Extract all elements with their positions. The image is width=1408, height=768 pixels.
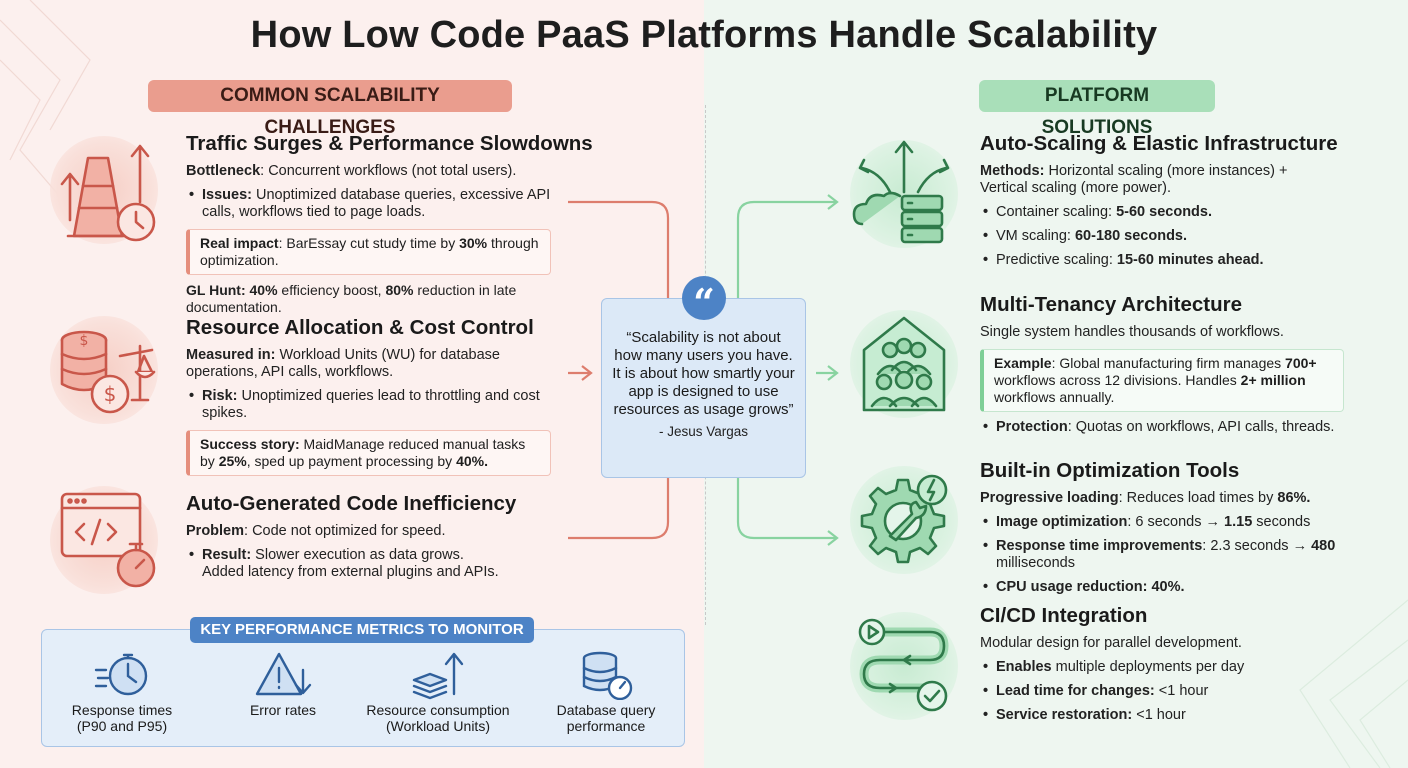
section-intro: Measured in: Workload Units (WU) for dat… bbox=[186, 347, 500, 380]
traffic-cone-icon bbox=[50, 136, 158, 244]
list-item: Image optimization: 6 seconds → 1.15 sec… bbox=[980, 514, 1400, 531]
challenges-label: COMMON SCALABILITY CHALLENGES bbox=[148, 80, 512, 138]
quote-author: - Jesus Vargas bbox=[658, 424, 749, 439]
page-title: How Low Code PaaS Platforms Handle Scala… bbox=[250, 14, 1158, 56]
list-item: Result: Slower execution as data grows.A… bbox=[186, 547, 566, 581]
list-item: Issues: Unoptimized database queries, ex… bbox=[186, 187, 556, 221]
code-window-stopwatch-icon bbox=[50, 486, 158, 594]
challenge-traffic-surges: Traffic Surges & Performance Slowdowns B… bbox=[186, 132, 596, 316]
metric-label: Resource consumption (Workload Units) bbox=[366, 702, 510, 734]
gear-wrench-lightning-icon bbox=[850, 466, 958, 574]
section-intro: Single system handles thousands of workf… bbox=[980, 324, 1284, 340]
stack-arrow-icon bbox=[412, 652, 464, 700]
list-item: Protection: Quotas on workflows, API cal… bbox=[980, 419, 1360, 436]
quote-mark-icon: “ bbox=[682, 276, 726, 325]
metric-response-times: Response times (P90 and P95) bbox=[42, 650, 202, 734]
challenge-resource-allocation: Resource Allocation & Cost Control Measu… bbox=[186, 316, 566, 476]
list-item: Risk: Unoptimized queries lead to thrott… bbox=[186, 388, 566, 422]
impact-footer: GL Hunt: 40% efficiency boost, 80% reduc… bbox=[186, 282, 517, 315]
metric-error-rates: Error rates bbox=[203, 650, 363, 718]
section-intro: Modular design for parallel development. bbox=[980, 635, 1242, 651]
warning-icon bbox=[255, 652, 312, 696]
solutions-label: PLATFORM SOLUTIONS bbox=[979, 80, 1215, 138]
list-item: Enables multiple deployments per day bbox=[980, 659, 1360, 676]
success-callout: Success story: MaidManage reduced manual… bbox=[186, 430, 551, 476]
section-title: Resource Allocation & Cost Control bbox=[186, 316, 534, 339]
section-title: Multi-Tenancy Architecture bbox=[980, 293, 1242, 316]
list-item: Response time improvements: 2.3 seconds … bbox=[980, 538, 1400, 572]
metric-database-query: Database query performance bbox=[526, 650, 686, 734]
section-intro: Methods: Horizontal scaling (more instan… bbox=[980, 163, 1288, 196]
solution-auto-scaling: Auto-Scaling & Elastic Infrastructure Me… bbox=[980, 132, 1360, 269]
coins-scale-icon: $ $ bbox=[50, 316, 158, 424]
example-callout: Example: Global manufacturing firm manag… bbox=[980, 349, 1344, 412]
solution-multi-tenancy: Multi-Tenancy Architecture Single system… bbox=[980, 293, 1360, 436]
metric-label: Error rates bbox=[249, 702, 317, 718]
section-title: CI/CD Integration bbox=[980, 604, 1148, 627]
cloud-server-scaling-icon bbox=[850, 140, 958, 248]
metrics-panel bbox=[41, 629, 685, 747]
section-intro: Problem: Code not optimized for speed. bbox=[186, 523, 446, 539]
section-intro: Bottleneck: Concurrent workflows (not to… bbox=[186, 163, 517, 179]
stopwatch-icon bbox=[94, 653, 148, 696]
challenge-code-inefficiency: Auto-Generated Code Inefficiency Problem… bbox=[186, 492, 566, 581]
impact-callout: Real impact: BarEssay cut study time by … bbox=[186, 229, 551, 275]
list-item: Predictive scaling: 15-60 minutes ahead. bbox=[980, 252, 1360, 269]
building-users-icon bbox=[850, 310, 958, 418]
solution-optimization-tools: Built-in Optimization Tools Progressive … bbox=[980, 459, 1400, 596]
list-item: Container scaling: 5-60 seconds. bbox=[980, 204, 1360, 221]
quote-text: “Scalability is not about how many users… bbox=[612, 329, 795, 418]
section-title: Built-in Optimization Tools bbox=[980, 459, 1240, 482]
solution-cicd: CI/CD Integration Modular design for par… bbox=[980, 604, 1360, 724]
section-title: Auto-Scaling & Elastic Infrastructure bbox=[980, 132, 1338, 155]
quote-card: “Scalability is not about how many users… bbox=[601, 298, 806, 478]
svg-text:$: $ bbox=[104, 382, 117, 406]
metrics-label: KEY PERFORMANCE METRICS TO MONITOR bbox=[190, 617, 534, 643]
section-title: Traffic Surges & Performance Slowdowns bbox=[186, 132, 593, 155]
list-item: VM scaling: 60-180 seconds. bbox=[980, 228, 1360, 245]
metric-label: Database query performance bbox=[556, 702, 656, 734]
section-intro: Progressive loading: Reduces load times … bbox=[980, 490, 1311, 506]
metric-label: Response times (P90 and P95) bbox=[71, 702, 173, 734]
database-gauge-icon bbox=[582, 651, 633, 700]
list-item: Service restoration: <1 hour bbox=[980, 707, 1360, 724]
pipeline-flow-icon bbox=[850, 612, 958, 720]
list-item: Lead time for changes: <1 hour bbox=[980, 683, 1360, 700]
section-title: Auto-Generated Code Inefficiency bbox=[186, 492, 517, 515]
metric-resource-consumption: Resource consumption (Workload Units) bbox=[358, 650, 518, 734]
list-item: CPU usage reduction: 40%. bbox=[980, 579, 1400, 596]
svg-text:$: $ bbox=[80, 333, 89, 349]
